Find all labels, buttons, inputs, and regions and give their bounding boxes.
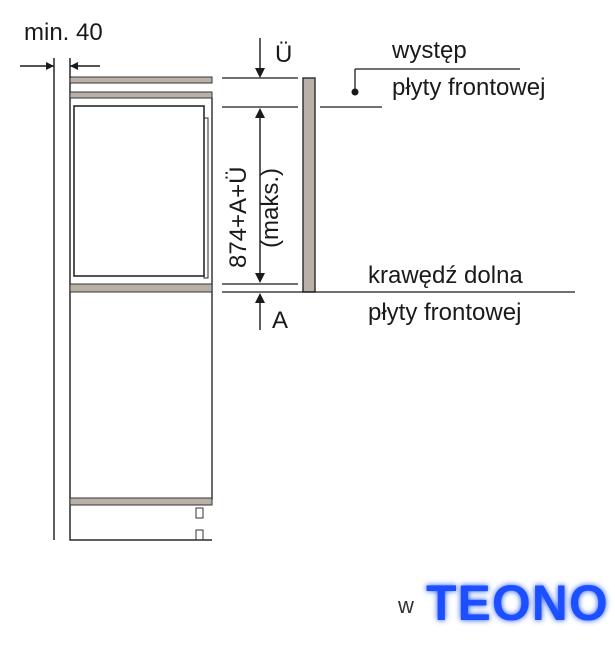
bottom-offset-dimension — [255, 293, 265, 330]
watermark-brand: TEONO — [426, 575, 609, 631]
cabinet-niche — [53, 78, 212, 541]
overhang-label-line1: występ — [391, 37, 467, 64]
appliance-hinge — [203, 117, 209, 279]
middle-shelf — [69, 283, 213, 293]
offset-dimension — [255, 38, 265, 78]
watermark-prefix: w — [397, 593, 414, 618]
min-clearance-dimension — [20, 58, 100, 78]
bottom-symbol-label: A — [272, 307, 288, 334]
overhang-leader-dot — [351, 88, 359, 96]
min-clearance-label: min. 40 — [24, 19, 103, 46]
overhang-label-line2: płyty frontowej — [392, 74, 545, 101]
top-shelf-lower — [69, 91, 213, 99]
base-foot-2 — [195, 529, 204, 541]
bottom-shelf — [69, 497, 213, 506]
top-shelf-upper — [69, 76, 213, 84]
bottom-edge-label-line1: krawędź dolna — [368, 262, 523, 289]
front-panel — [302, 77, 316, 293]
height-dimension-label: 874+A+Ü — [225, 167, 252, 268]
appliance-body — [73, 105, 205, 277]
bottom-edge-label-line2: płyty frontowej — [368, 299, 521, 326]
reference-lines — [222, 68, 575, 293]
base-foot-1 — [195, 507, 204, 519]
height-dimension-note: (maks.) — [257, 168, 284, 248]
offset-symbol-label: Ü — [275, 41, 292, 68]
height-dimension — [255, 108, 265, 283]
